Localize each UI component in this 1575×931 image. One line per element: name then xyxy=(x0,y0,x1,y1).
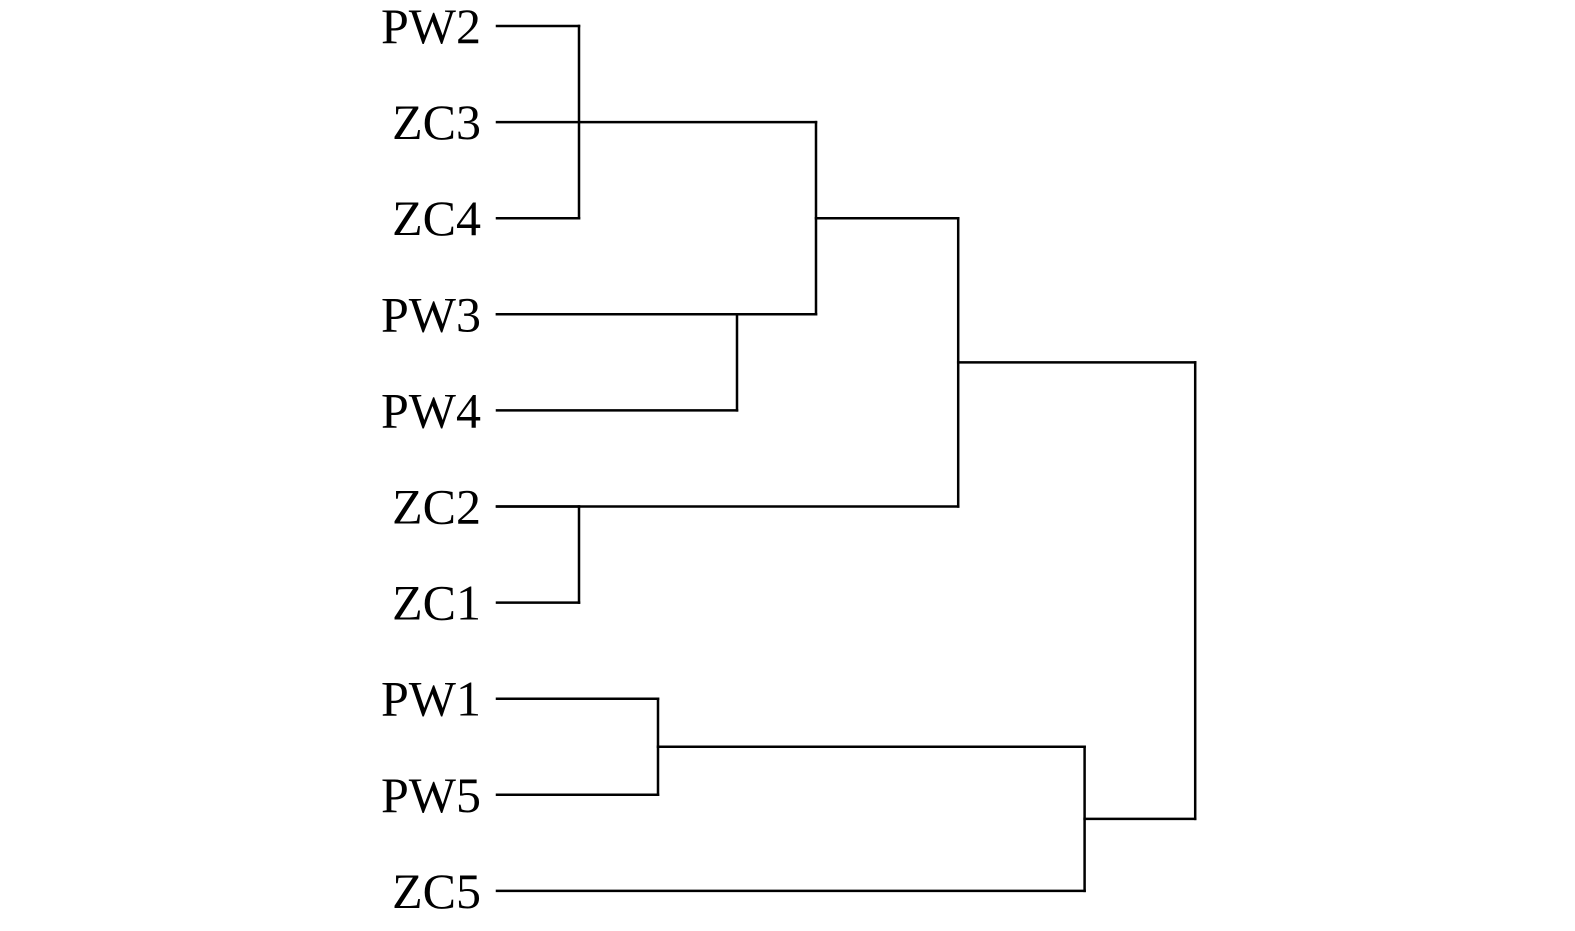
leaf-label-pw1: PW1 xyxy=(381,671,481,727)
leaf-label-pw3: PW3 xyxy=(381,286,481,342)
dendrogram-branches xyxy=(495,24,1197,893)
leaf-label-zc1: ZC1 xyxy=(392,575,481,631)
leaf-label-pw4: PW4 xyxy=(381,382,481,438)
leaf-label-pw5: PW5 xyxy=(381,767,481,823)
leaf-label-pw2: PW2 xyxy=(381,0,481,54)
leaf-label-zc2: ZC2 xyxy=(392,479,481,535)
leaf-label-zc5: ZC5 xyxy=(392,863,481,919)
leaf-label-zc3: ZC3 xyxy=(392,94,481,150)
leaf-label-zc4: ZC4 xyxy=(392,190,481,246)
